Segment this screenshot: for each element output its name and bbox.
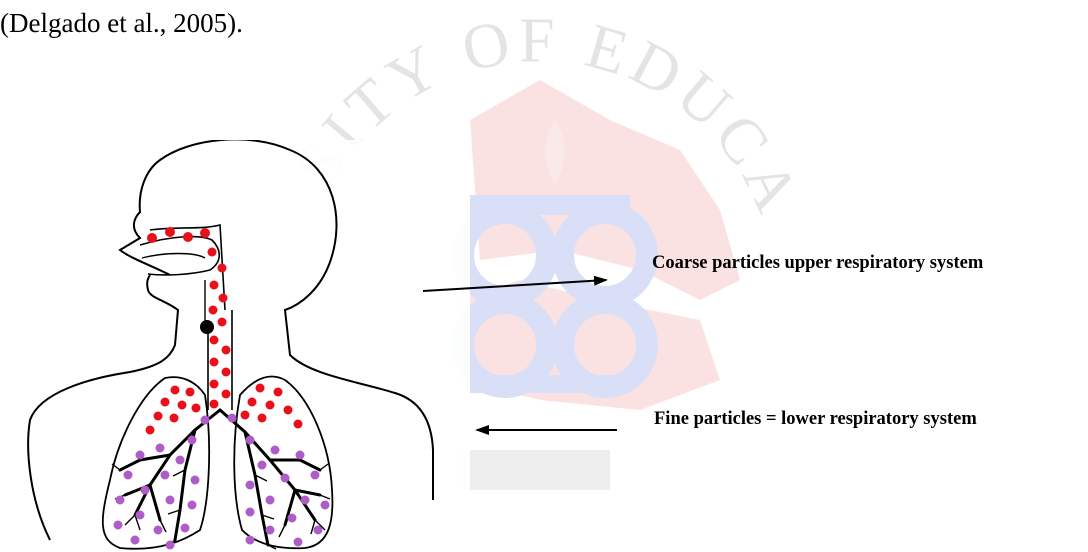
coarse-particles-label: Coarse particles upper respiratory syste… bbox=[652, 253, 983, 274]
fine-particles-label: Fine particles = lower respiratory syste… bbox=[654, 409, 977, 430]
coarse-arrow bbox=[423, 280, 606, 291]
